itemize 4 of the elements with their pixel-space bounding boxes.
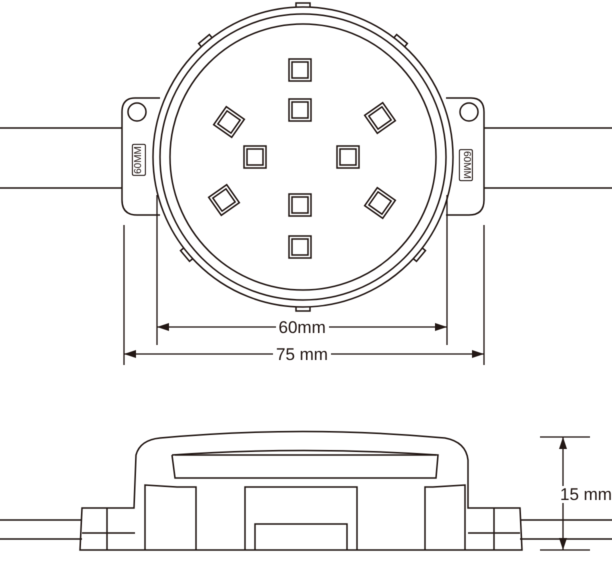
- size-marking: 60MM: [458, 149, 473, 181]
- size-marking: 60MM: [132, 144, 146, 176]
- dimension-label: 60mm: [276, 318, 329, 336]
- dimension-label: 75 mm: [273, 346, 331, 362]
